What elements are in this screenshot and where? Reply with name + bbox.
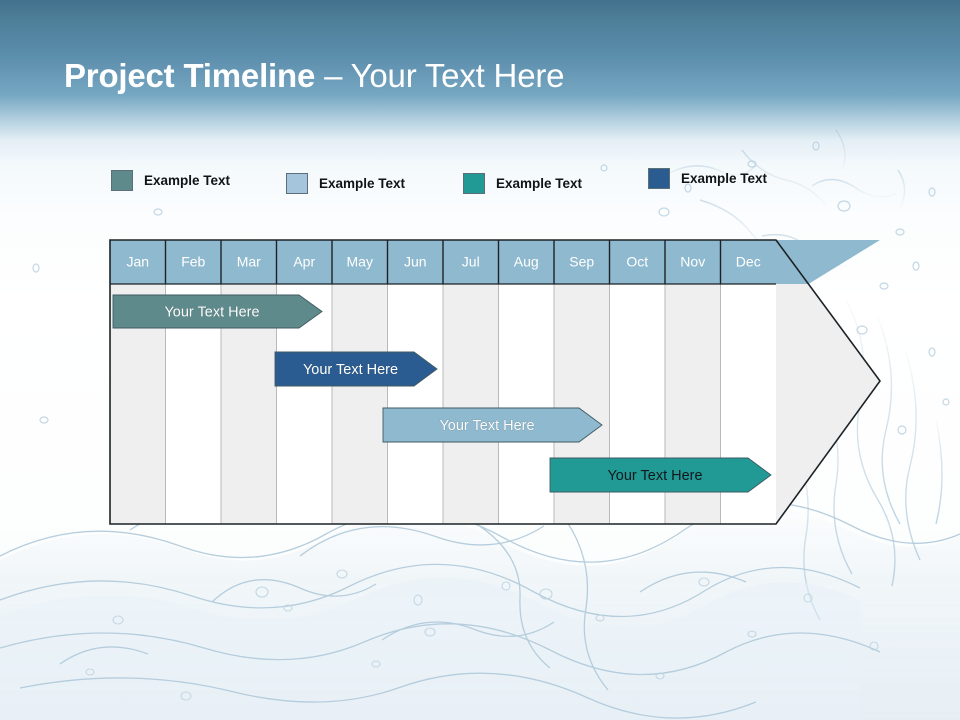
legend-label-4: Example Text — [681, 171, 768, 186]
legend-swatch-2 — [286, 173, 308, 194]
page-title-light: – Your Text Here — [315, 57, 565, 94]
legend-label-1: Example Text — [144, 173, 231, 188]
legend-label-3: Example Text — [496, 176, 583, 191]
legend-item-4[interactable]: Example Text — [648, 168, 767, 189]
legend-item-2[interactable]: Example Text — [286, 173, 405, 194]
page-title: Project Timeline – Your Text Here — [64, 57, 564, 95]
task-bar-3[interactable]: Your Text Here — [382, 407, 603, 443]
task-bar-shape-1[interactable] — [112, 294, 323, 329]
task-bar-shape-3[interactable] — [382, 407, 603, 443]
legend-swatch-4 — [648, 168, 670, 189]
page-title-bold: Project Timeline — [64, 57, 316, 94]
legend-swatch-1 — [111, 170, 133, 191]
task-bar-1[interactable]: Your Text Here — [112, 294, 323, 329]
legend-item-1[interactable]: Example Text — [111, 170, 230, 191]
task-bar-shape-4[interactable] — [549, 457, 772, 493]
task-bar-shape-2[interactable] — [274, 351, 438, 387]
legend-item-3[interactable]: Example Text — [463, 173, 582, 194]
legend-label-2: Example Text — [319, 176, 406, 191]
task-bar-2[interactable]: Your Text Here — [274, 351, 438, 387]
task-bar-4[interactable]: Your Text Here — [549, 457, 772, 493]
legend-swatch-3 — [463, 173, 485, 194]
